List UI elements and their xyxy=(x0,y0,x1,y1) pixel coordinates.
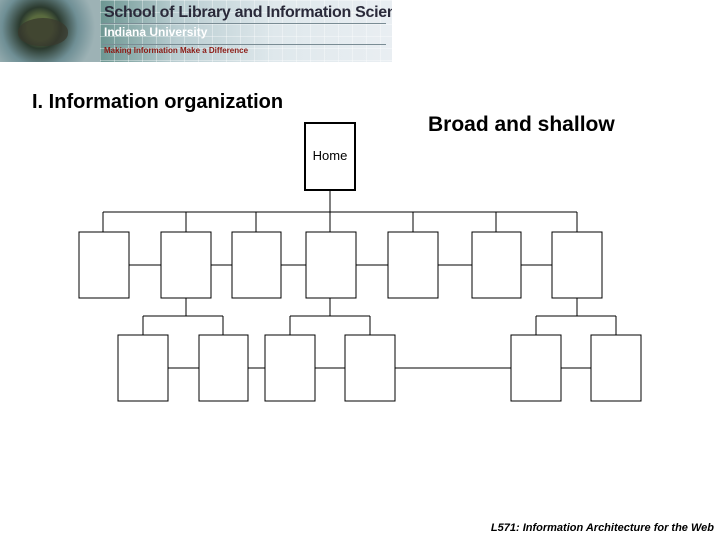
level1-node xyxy=(231,231,282,299)
banner-university: Indiana University xyxy=(104,25,208,39)
level2-node xyxy=(344,334,396,402)
banner-pattern xyxy=(100,0,392,62)
level2-node xyxy=(510,334,562,402)
level1-node xyxy=(551,231,603,299)
slide-footer: L571: Information Architecture for the W… xyxy=(490,522,714,534)
slide-subtitle: Broad and shallow xyxy=(428,113,615,136)
banner-divider xyxy=(102,23,386,24)
banner-photo xyxy=(0,0,100,62)
level2-node xyxy=(590,334,642,402)
level1-node xyxy=(160,231,212,299)
banner-tagline: Making Information Make a Difference xyxy=(104,46,249,55)
home-node-label: Home xyxy=(313,148,348,163)
level1-node xyxy=(305,231,357,299)
banner-divider xyxy=(102,44,386,45)
level2-node xyxy=(117,334,169,402)
slide-title: I. Information organization xyxy=(32,91,284,113)
level1-node xyxy=(387,231,439,299)
level1-node xyxy=(471,231,522,299)
banner: School of Library and Information Scienc… xyxy=(0,0,392,62)
level2-node xyxy=(264,334,316,402)
connector-lines xyxy=(102,190,617,369)
level1-node xyxy=(78,231,130,299)
home-node xyxy=(304,122,356,191)
level2-node xyxy=(198,334,249,402)
banner-school-name: School of Library and Information Scienc… xyxy=(104,4,392,21)
